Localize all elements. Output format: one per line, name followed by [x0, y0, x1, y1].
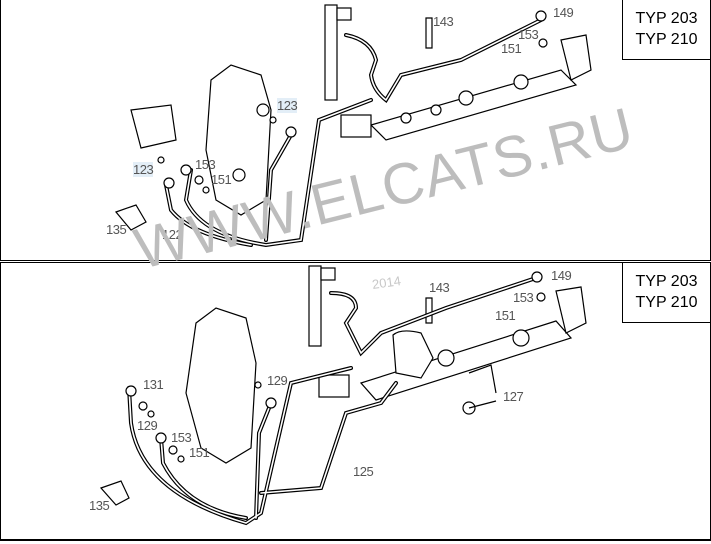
- callout-153[interactable]: 153: [171, 430, 192, 445]
- callout-129[interactable]: 129: [267, 373, 288, 388]
- callout-151[interactable]: 151: [501, 41, 522, 56]
- callout-151[interactable]: 151: [211, 172, 232, 187]
- diagram-panel-bottom: TYP 203 TYP 210 143 149 153 151 131 129 …: [0, 262, 711, 541]
- fuel-system-drawing-top: [114, 4, 592, 248]
- callout-149[interactable]: 149: [551, 268, 572, 283]
- callout-153[interactable]: 153: [518, 27, 539, 42]
- callout-135[interactable]: 135: [89, 498, 110, 513]
- callout-123[interactable]: 123: [133, 162, 154, 177]
- callout-129[interactable]: 129: [137, 418, 158, 433]
- callout-127[interactable]: 127: [503, 389, 524, 404]
- callout-151[interactable]: 151: [495, 308, 516, 323]
- type-label: TYP 210: [635, 31, 698, 48]
- callout-125[interactable]: 125: [353, 464, 374, 479]
- callout-143[interactable]: 143: [433, 14, 454, 29]
- callout-135[interactable]: 135: [106, 222, 127, 237]
- callout-153[interactable]: 153: [513, 290, 534, 305]
- type-label: TYP 210: [635, 294, 698, 311]
- callout-149[interactable]: 149: [553, 5, 574, 20]
- diagram-panel-top: TYP 203 TYP 210 143 149 153 151 123 123 …: [0, 0, 711, 261]
- type-label: TYP 203: [635, 273, 698, 290]
- callout-131[interactable]: 131: [143, 377, 164, 392]
- vehicle-type-box: TYP 203 TYP 210: [622, 263, 710, 323]
- fuel-system-drawing-bottom: [99, 265, 587, 526]
- callout-151[interactable]: 151: [189, 445, 210, 460]
- callout-143[interactable]: 143: [429, 280, 450, 295]
- vehicle-type-box: TYP 203 TYP 210: [622, 0, 710, 60]
- callout-123[interactable]: 123: [277, 98, 298, 113]
- type-label: TYP 203: [635, 10, 698, 27]
- callout-153[interactable]: 153: [195, 157, 216, 172]
- callout-122[interactable]: 122: [162, 227, 183, 242]
